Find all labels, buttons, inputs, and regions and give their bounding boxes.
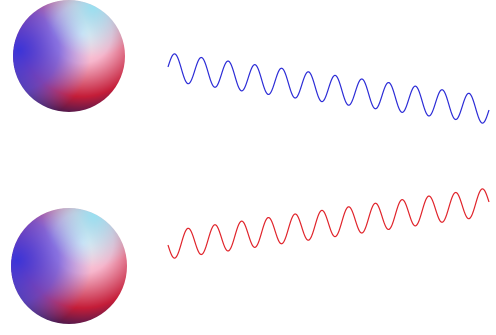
upper-sphere bbox=[13, 0, 125, 112]
lower-sphere bbox=[11, 208, 127, 324]
red-wave bbox=[167, 188, 490, 259]
blue-wave bbox=[167, 53, 490, 124]
